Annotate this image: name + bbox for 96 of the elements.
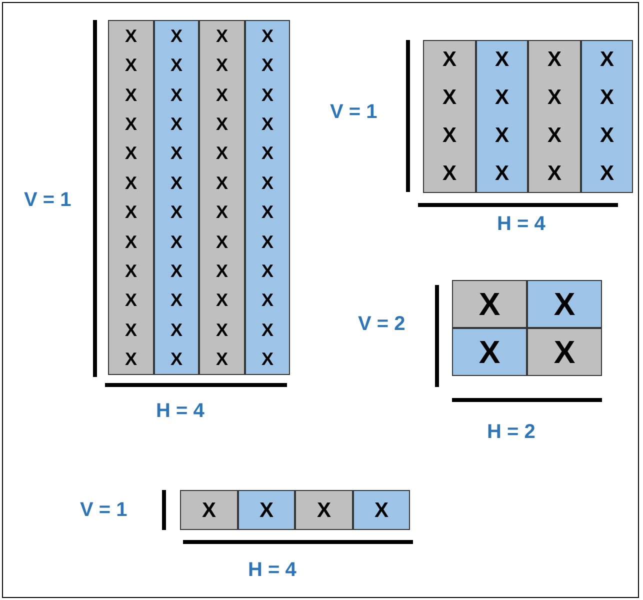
cell-mark: X bbox=[124, 56, 137, 74]
grid-cell bbox=[452, 328, 527, 376]
cell-mark: X bbox=[442, 162, 456, 184]
cell-mark: X bbox=[494, 49, 509, 70]
cell-mark: X bbox=[600, 87, 614, 108]
cell-mark: X bbox=[494, 124, 509, 146]
cell-mark: X bbox=[170, 144, 182, 162]
cell-mark: X bbox=[261, 203, 274, 222]
cell-mark: X bbox=[216, 320, 228, 339]
cell-mark: X bbox=[170, 86, 182, 104]
cell-mark: X bbox=[124, 114, 137, 133]
cell-mark: X bbox=[600, 162, 614, 184]
cell-mark: X bbox=[261, 320, 274, 339]
cell-mark: X bbox=[124, 144, 137, 162]
cell-mark: X bbox=[261, 114, 274, 133]
grid-cell bbox=[527, 280, 602, 328]
dimension-label: H = 4 bbox=[248, 560, 296, 580]
cell-mark: X bbox=[261, 262, 274, 280]
cell-mark: X bbox=[600, 124, 614, 146]
cell-mark: X bbox=[216, 203, 228, 222]
grid-cell bbox=[180, 490, 238, 530]
cell-mark: X bbox=[261, 174, 274, 192]
cell-mark: X bbox=[261, 291, 274, 310]
cell-mark: X bbox=[478, 288, 500, 320]
grid-cell bbox=[238, 490, 295, 530]
cell-mark: X bbox=[124, 232, 137, 251]
cell-mark: X bbox=[547, 87, 562, 108]
cell-mark: X bbox=[261, 26, 274, 45]
cell-mark: X bbox=[124, 262, 137, 280]
cell-mark: X bbox=[170, 26, 182, 45]
cell-mark: X bbox=[124, 291, 137, 310]
cell-mark: X bbox=[170, 56, 182, 74]
cell-mark: X bbox=[170, 291, 182, 310]
cell-mark: X bbox=[547, 124, 562, 146]
cell-mark: X bbox=[261, 144, 274, 162]
cell-mark: X bbox=[216, 114, 228, 133]
cell-mark: X bbox=[170, 262, 182, 280]
grid-cell bbox=[295, 490, 353, 530]
cell-mark: X bbox=[170, 232, 182, 251]
grid-cell bbox=[452, 280, 527, 328]
cell-mark: X bbox=[124, 203, 137, 222]
cell-mark: X bbox=[170, 320, 182, 339]
cell-mark: X bbox=[124, 350, 137, 368]
dimension-label: V = 1 bbox=[330, 102, 378, 122]
cell-mark: X bbox=[170, 350, 182, 368]
dimension-label: H = 2 bbox=[487, 422, 536, 442]
cell-mark: X bbox=[442, 87, 456, 108]
grid-cell bbox=[108, 20, 154, 375]
grid-cell bbox=[353, 490, 410, 530]
cell-mark: X bbox=[547, 49, 562, 70]
cell-mark: X bbox=[216, 350, 228, 368]
grid-cell bbox=[199, 20, 245, 375]
cell-mark: X bbox=[124, 86, 137, 104]
cell-mark: X bbox=[124, 174, 137, 192]
cell-mark: X bbox=[316, 500, 331, 520]
grid-cell bbox=[423, 40, 476, 193]
dimension-label: V = 1 bbox=[24, 190, 72, 210]
cell-mark: X bbox=[124, 26, 137, 45]
cell-mark: X bbox=[478, 336, 500, 368]
cell-mark: X bbox=[554, 288, 576, 320]
cell-mark: X bbox=[494, 162, 509, 184]
dimension-label: H = 4 bbox=[497, 214, 546, 234]
grid-cell bbox=[528, 40, 581, 193]
dimension-label: V = 1 bbox=[80, 500, 128, 520]
cell-mark: X bbox=[261, 232, 274, 251]
grid-cell bbox=[476, 40, 528, 193]
cell-mark: X bbox=[261, 56, 274, 74]
cell-mark: X bbox=[170, 203, 182, 222]
cell-mark: X bbox=[442, 124, 456, 146]
cell-mark: X bbox=[216, 291, 228, 310]
dimension-label: V = 2 bbox=[358, 314, 406, 334]
cell-mark: X bbox=[202, 500, 216, 520]
cell-mark: X bbox=[261, 86, 274, 104]
cell-mark: X bbox=[600, 49, 614, 70]
cell-mark: X bbox=[170, 114, 182, 133]
cell-mark: X bbox=[216, 86, 228, 104]
cell-mark: X bbox=[216, 174, 228, 192]
cell-mark: X bbox=[261, 350, 274, 368]
grid-cell bbox=[154, 20, 199, 375]
grid-cell bbox=[245, 20, 290, 375]
cell-mark: X bbox=[259, 500, 274, 520]
cell-mark: X bbox=[494, 87, 509, 108]
cell-mark: X bbox=[374, 500, 388, 520]
cell-mark: X bbox=[216, 232, 228, 251]
cell-mark: X bbox=[170, 174, 182, 192]
cell-mark: X bbox=[216, 262, 228, 280]
cell-mark: X bbox=[547, 162, 562, 184]
grid-cell bbox=[527, 328, 602, 376]
grid-cell bbox=[581, 40, 633, 193]
cell-mark: X bbox=[216, 144, 228, 162]
cell-mark: X bbox=[124, 320, 137, 339]
cell-mark: X bbox=[554, 336, 576, 368]
dimension-label: H = 4 bbox=[156, 401, 204, 421]
cell-mark: X bbox=[442, 49, 456, 70]
cell-mark: X bbox=[216, 56, 228, 74]
cell-mark: X bbox=[216, 26, 228, 45]
